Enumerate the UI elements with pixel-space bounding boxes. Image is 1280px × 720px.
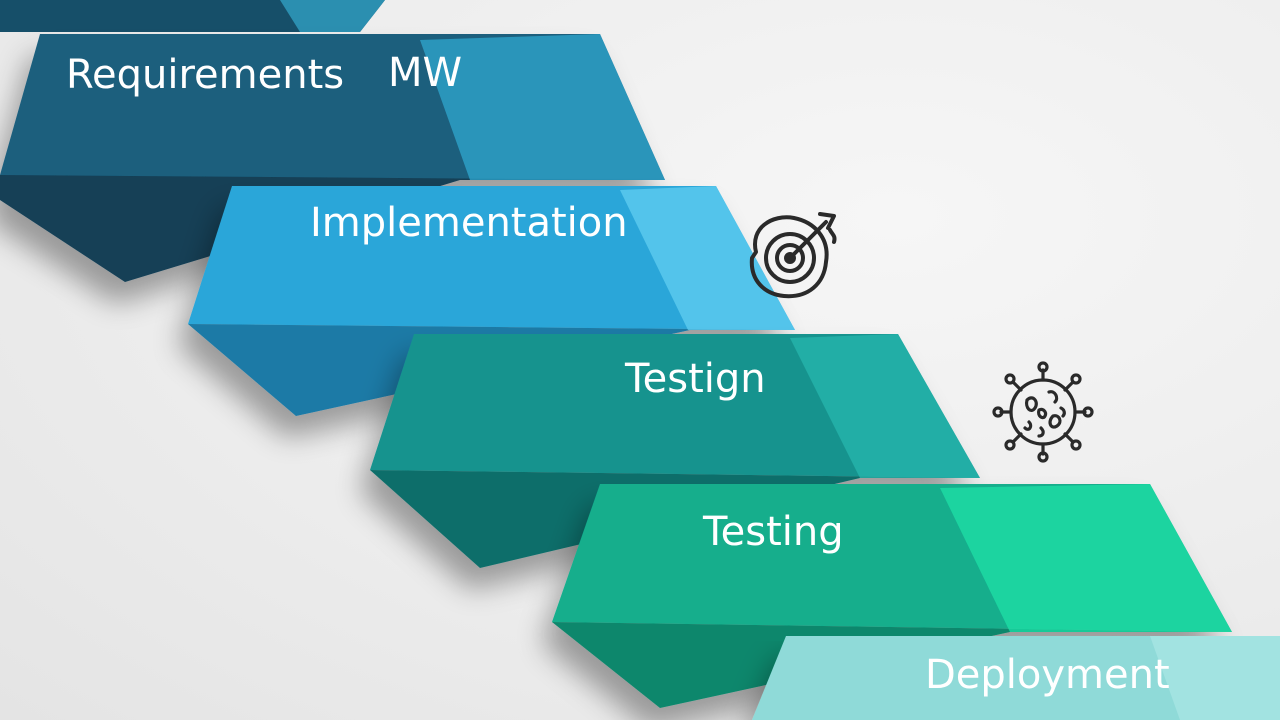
step-testing: Testing	[552, 484, 1232, 708]
step-requirements-label: Requirements	[66, 52, 344, 98]
step-deployment-top-face	[752, 636, 1280, 720]
step-requirements-lower-face	[0, 175, 665, 282]
step-testign-label: Testign	[624, 356, 766, 402]
step-deployment: Deployment	[752, 636, 1280, 720]
step-implementation: Implementation	[188, 186, 795, 416]
step-deployment-label: Deployment	[925, 652, 1170, 698]
step-testing-lower-face	[552, 622, 1232, 708]
step-deployment-right-face	[1150, 636, 1280, 720]
step-requirements-right-face	[420, 34, 665, 180]
virus-icon	[992, 361, 1094, 463]
step-implementation-label: Implementation	[310, 200, 628, 246]
step-testing-right-face	[940, 484, 1232, 632]
step-testing-label: Testing	[702, 509, 844, 555]
step-implementation-right-face	[620, 186, 795, 330]
step-requirements: Requirements MW	[0, 34, 665, 282]
step-testign-right-face	[790, 334, 980, 478]
target-icon	[749, 212, 837, 299]
step-top-partial	[0, 0, 385, 32]
step-requirements-extra-label: MW	[388, 50, 462, 96]
